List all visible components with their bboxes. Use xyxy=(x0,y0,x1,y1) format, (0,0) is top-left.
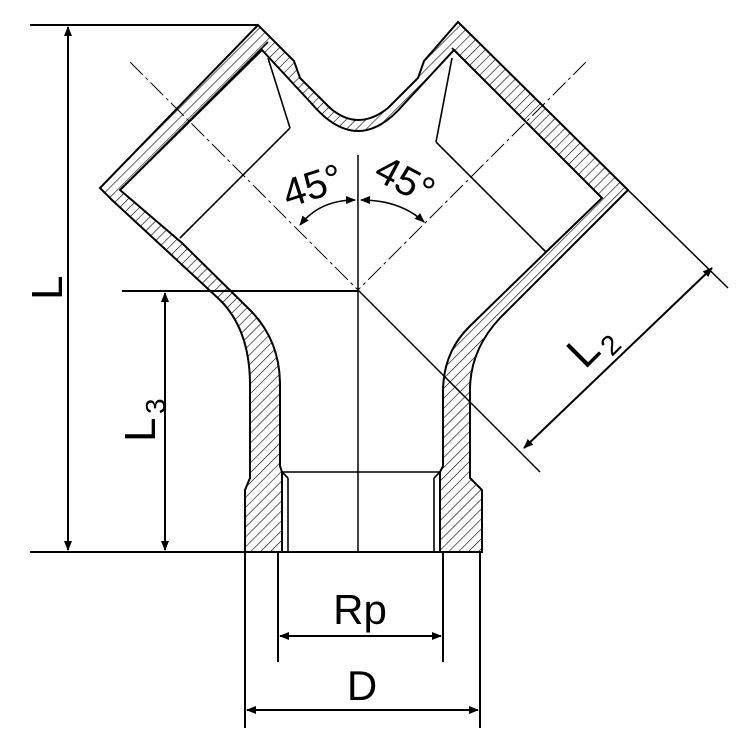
dimension-L xyxy=(30,24,258,553)
dimension-label-L2: L 2 xyxy=(557,325,627,377)
dimension-L3 xyxy=(122,290,358,551)
thread-lines xyxy=(119,41,601,552)
dimension-label-Rp: Rp xyxy=(333,586,387,633)
dimension-label-L3: L 3 xyxy=(116,398,171,442)
angle-arc-left xyxy=(299,196,356,226)
L2-extension-line-inner xyxy=(357,289,541,473)
L3-subscript: 3 xyxy=(140,398,171,414)
dimension-D xyxy=(244,552,481,728)
dimension-L2-line xyxy=(523,267,713,449)
dimension-label-D: D xyxy=(347,662,377,709)
fitting-bore xyxy=(118,48,604,553)
L2-extension-line-outer xyxy=(627,189,729,289)
L3-main: L xyxy=(116,418,165,442)
dimension-label-L: L xyxy=(23,276,72,300)
dimension-Rp xyxy=(277,552,444,662)
center-lines xyxy=(129,61,587,291)
angle-arc-right xyxy=(360,196,425,223)
